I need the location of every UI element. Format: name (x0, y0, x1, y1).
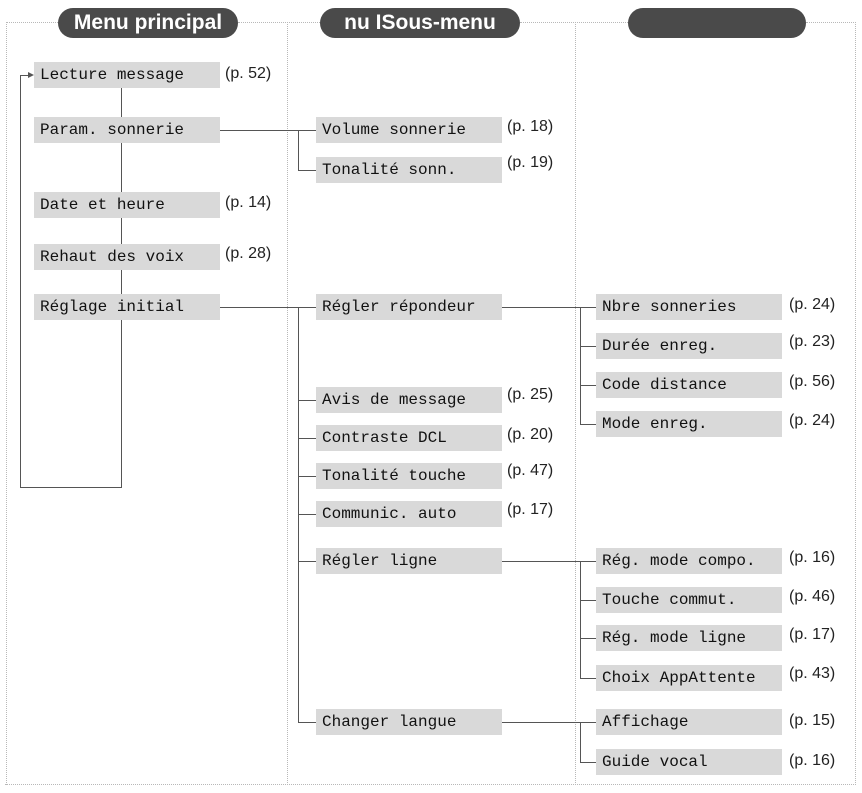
main-item-lecture-message[interactable]: Lecture message (34, 62, 220, 88)
sub-item-communic-auto-page: (p. 17) (507, 501, 554, 518)
third-item-code-distance-page: (p. 56) (789, 373, 836, 390)
third-item-nbre-sonneries[interactable]: Nbre sonneries (596, 294, 782, 320)
main-item-param-sonnerie[interactable]: Param. sonnerie (34, 117, 220, 143)
header-sub-menu: nu ISous-menu (320, 8, 520, 38)
connector-repondeur-trunk (580, 307, 581, 424)
connector-initial-contraste (298, 438, 316, 439)
connector-ligne-main (502, 561, 596, 562)
top-border-seg-1 (6, 22, 58, 23)
sub-item-volume-sonnerie[interactable]: Volume sonnerie (316, 117, 502, 143)
connector-sonnerie-vertical (298, 130, 299, 170)
connector-initial-avis (298, 400, 316, 401)
sub-item-tonalite-touche-page: (p. 47) (507, 462, 554, 479)
connector-sonnerie-tonalite (298, 170, 316, 171)
main-item-rehaut-voix-page: (p. 28) (225, 245, 272, 262)
connector-ligne-mode (580, 638, 596, 639)
third-item-code-distance[interactable]: Code distance (596, 372, 782, 398)
sub-item-communic-auto[interactable]: Communic. auto (316, 501, 502, 527)
top-border-seg-2 (238, 22, 320, 23)
third-item-reg-mode-compo[interactable]: Rég. mode compo. (596, 548, 782, 574)
sub-item-regler-ligne[interactable]: Régler ligne (316, 548, 502, 574)
third-item-affichage[interactable]: Affichage (596, 709, 782, 735)
third-item-touche-commut-page: (p. 46) (789, 588, 836, 605)
main-item-date-heure-page: (p. 14) (225, 194, 272, 211)
sub-item-changer-langue[interactable]: Changer langue (316, 709, 502, 735)
header-third-level (628, 8, 806, 38)
connector-sonnerie-main (220, 130, 316, 131)
top-border-seg-3 (520, 22, 628, 23)
third-item-choix-appattente[interactable]: Choix AppAttente (596, 665, 782, 691)
connector-langue-trunk (580, 722, 581, 762)
third-item-choix-appattente-page: (p. 43) (789, 665, 836, 682)
connector-ligne-trunk (580, 561, 581, 678)
third-item-reg-mode-ligne-page: (p. 17) (789, 626, 836, 643)
third-item-mode-enreg[interactable]: Mode enreg. (596, 411, 782, 437)
column-border-1 (287, 22, 288, 785)
sub-item-regler-repondeur[interactable]: Régler répondeur (316, 294, 502, 320)
connector-repondeur-duree (580, 346, 596, 347)
third-item-duree-enreg[interactable]: Durée enreg. (596, 333, 782, 359)
column-border-2 (575, 22, 576, 785)
third-item-duree-enreg-page: (p. 23) (789, 333, 836, 350)
connector-ligne-touche (580, 600, 596, 601)
return-loop-top (20, 75, 28, 76)
connector-repondeur-code (580, 385, 596, 386)
column-border-left (6, 22, 7, 785)
third-item-reg-mode-compo-page: (p. 16) (789, 549, 836, 566)
sub-item-contraste-dcl-page: (p. 20) (507, 426, 554, 443)
header-main-menu: Menu principal (58, 8, 238, 38)
connector-initial-main (220, 307, 316, 308)
connector-repondeur-main (502, 307, 596, 308)
main-item-reglage-initial[interactable]: Réglage initial (34, 294, 220, 320)
third-item-nbre-sonneries-page: (p. 24) (789, 296, 836, 313)
third-item-touche-commut[interactable]: Touche commut. (596, 587, 782, 613)
sub-item-avis-message[interactable]: Avis de message (316, 387, 502, 413)
main-item-lecture-message-page: (p. 52) (225, 65, 272, 82)
sub-item-avis-message-page: (p. 25) (507, 386, 554, 403)
connector-langue-guide (580, 762, 596, 763)
third-item-affichage-page: (p. 15) (789, 712, 836, 729)
third-item-guide-vocal-page: (p. 16) (789, 752, 836, 769)
third-item-guide-vocal[interactable]: Guide vocal (596, 749, 782, 775)
connector-repondeur-mode (580, 424, 596, 425)
sub-item-volume-sonnerie-overlap (220, 117, 316, 143)
sub-item-tonalite-sonn[interactable]: Tonalité sonn. (316, 157, 502, 183)
return-loop-bottom (20, 487, 121, 488)
sub-item-tonalite-sonn-page: (p. 19) (507, 154, 554, 171)
third-item-reg-mode-ligne[interactable]: Rég. mode ligne (596, 625, 782, 651)
top-border-seg-4 (806, 22, 856, 23)
sub-item-tonalite-touche[interactable]: Tonalité touche (316, 463, 502, 489)
bottom-border (5, 784, 856, 785)
sub-item-volume-sonnerie-page: (p. 18) (507, 118, 554, 135)
connector-initial-langue (298, 722, 316, 723)
connector-initial-tonalite (298, 476, 316, 477)
third-item-mode-enreg-page: (p. 24) (789, 412, 836, 429)
connector-initial-ligne (298, 561, 316, 562)
sub-item-contraste-dcl[interactable]: Contraste DCL (316, 425, 502, 451)
connector-initial-communic (298, 514, 316, 515)
main-trunk-line (121, 86, 122, 488)
return-loop-vertical (20, 75, 21, 487)
connector-langue-main (502, 722, 596, 723)
main-item-date-heure[interactable]: Date et heure (34, 192, 220, 218)
connector-ligne-choix (580, 678, 596, 679)
main-item-rehaut-voix[interactable]: Rehaut des voix (34, 244, 220, 270)
return-arrow-icon (28, 72, 34, 78)
column-border-right (855, 22, 856, 785)
